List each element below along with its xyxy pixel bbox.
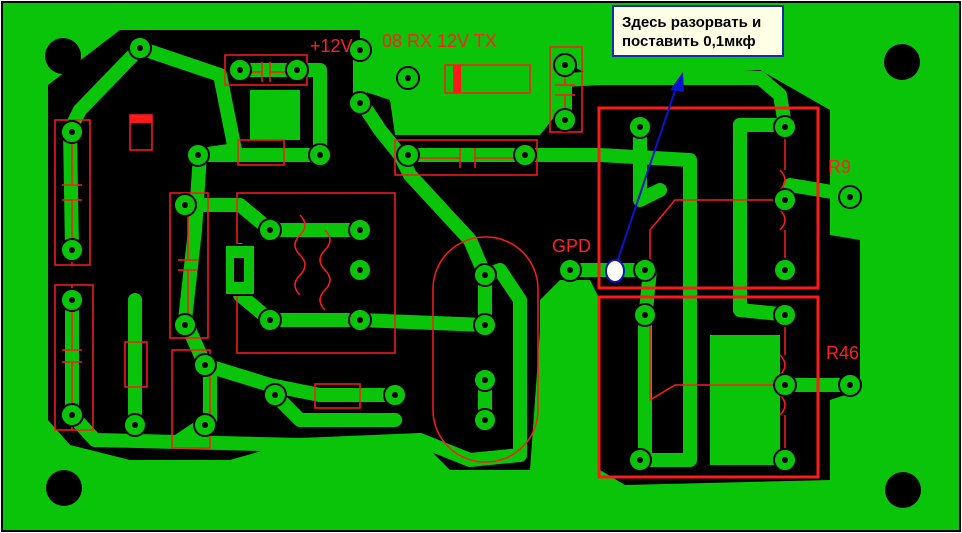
label-plus12v: +12V: [310, 36, 353, 56]
diode-outline: [444, 64, 531, 94]
mounting-hole-top-left: [45, 38, 81, 74]
annotation-line-1: Здесь разорвать и: [622, 14, 762, 31]
capacitor-outline: [169, 192, 209, 339]
relay-r46-outline: [597, 295, 820, 479]
pad-holes: [69, 45, 853, 463]
mounting-hole-bottom-right: [885, 472, 921, 508]
label-r46: R46: [826, 343, 859, 363]
resistor-outline: [124, 341, 148, 388]
capacitor-outline: [549, 46, 583, 133]
copper-pours: [250, 90, 780, 465]
diode-cathode-band: [130, 115, 152, 123]
relay-outlines: [597, 106, 820, 479]
diode-cathode-band: [453, 65, 461, 93]
label-gpd: GPD: [552, 236, 591, 256]
resistor-outline: [314, 383, 361, 409]
resistor-outline: [237, 139, 285, 166]
capacitor-outline: [394, 139, 538, 176]
label-rx-tx: 08 RX 12V TX: [382, 31, 497, 51]
mounting-holes: [45, 38, 921, 508]
annotation-arrow: [614, 72, 684, 269]
mounting-hole-top-right: [884, 44, 920, 80]
fuse-outline: [171, 349, 211, 449]
relay-r9-outline: [597, 106, 820, 290]
label-r9: R9: [828, 157, 851, 177]
annotation-callout: Здесь разорвать и поставить 0,1мкф: [612, 5, 784, 57]
rect-pad-hole: [234, 258, 244, 282]
break-point-marker: [605, 259, 625, 283]
component-markers: [130, 65, 461, 123]
crystal-outline: [432, 236, 539, 463]
capacitor-outline: [54, 284, 94, 431]
annotation-line-2: поставить 0,1мкф: [622, 33, 756, 50]
mounting-hole-bottom-left: [46, 470, 82, 506]
